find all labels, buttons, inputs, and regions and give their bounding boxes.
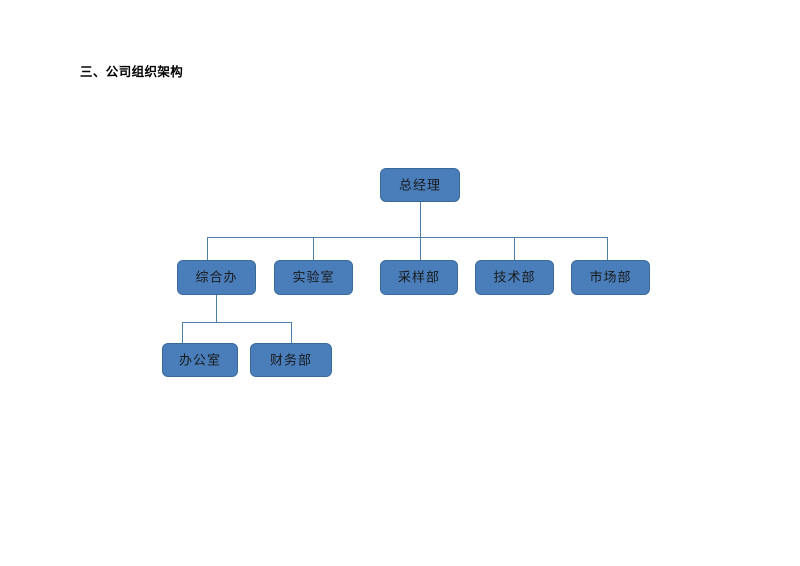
org-node-general-manager[interactable]: 总经理 [380,168,460,202]
connector-drop-zonghe-ban [207,237,208,261]
connector-zonghe-ban-stem [216,295,217,323]
connector-drop-bangong-shi [182,322,183,344]
connector-drop-shichang-bu [607,237,608,261]
org-node-label: 市场部 [589,269,632,285]
org-node-label: 综合办 [195,269,238,285]
org-node-finance-department[interactable]: 财务部 [250,343,332,377]
org-node-marketing-department[interactable]: 市场部 [571,260,650,295]
org-node-label: 采样部 [397,269,440,285]
connector-drop-caiwu-bu [291,322,292,344]
org-node-label: 总经理 [398,177,441,192]
org-node-label: 财务部 [269,352,312,367]
org-node-office[interactable]: 办公室 [162,343,238,377]
org-node-label: 技术部 [493,269,536,285]
section-heading: 三、公司组织架构 [80,65,184,79]
org-node-technical-department[interactable]: 技术部 [475,260,554,295]
connector-drop-caiyang-bu [420,237,421,261]
connector-level1-bus [207,237,608,238]
org-node-comprehensive-office[interactable]: 综合办 [177,260,256,295]
connector-drop-jishu-bu [514,237,515,261]
org-node-label: 实验室 [292,269,335,285]
connector-drop-shiyan-shi [313,237,314,261]
connector-level2-bus [182,322,292,323]
org-node-laboratory[interactable]: 实验室 [274,260,353,295]
org-node-sampling-department[interactable]: 采样部 [380,260,458,295]
connector-root-stem [420,202,421,238]
org-node-label: 办公室 [178,352,221,367]
